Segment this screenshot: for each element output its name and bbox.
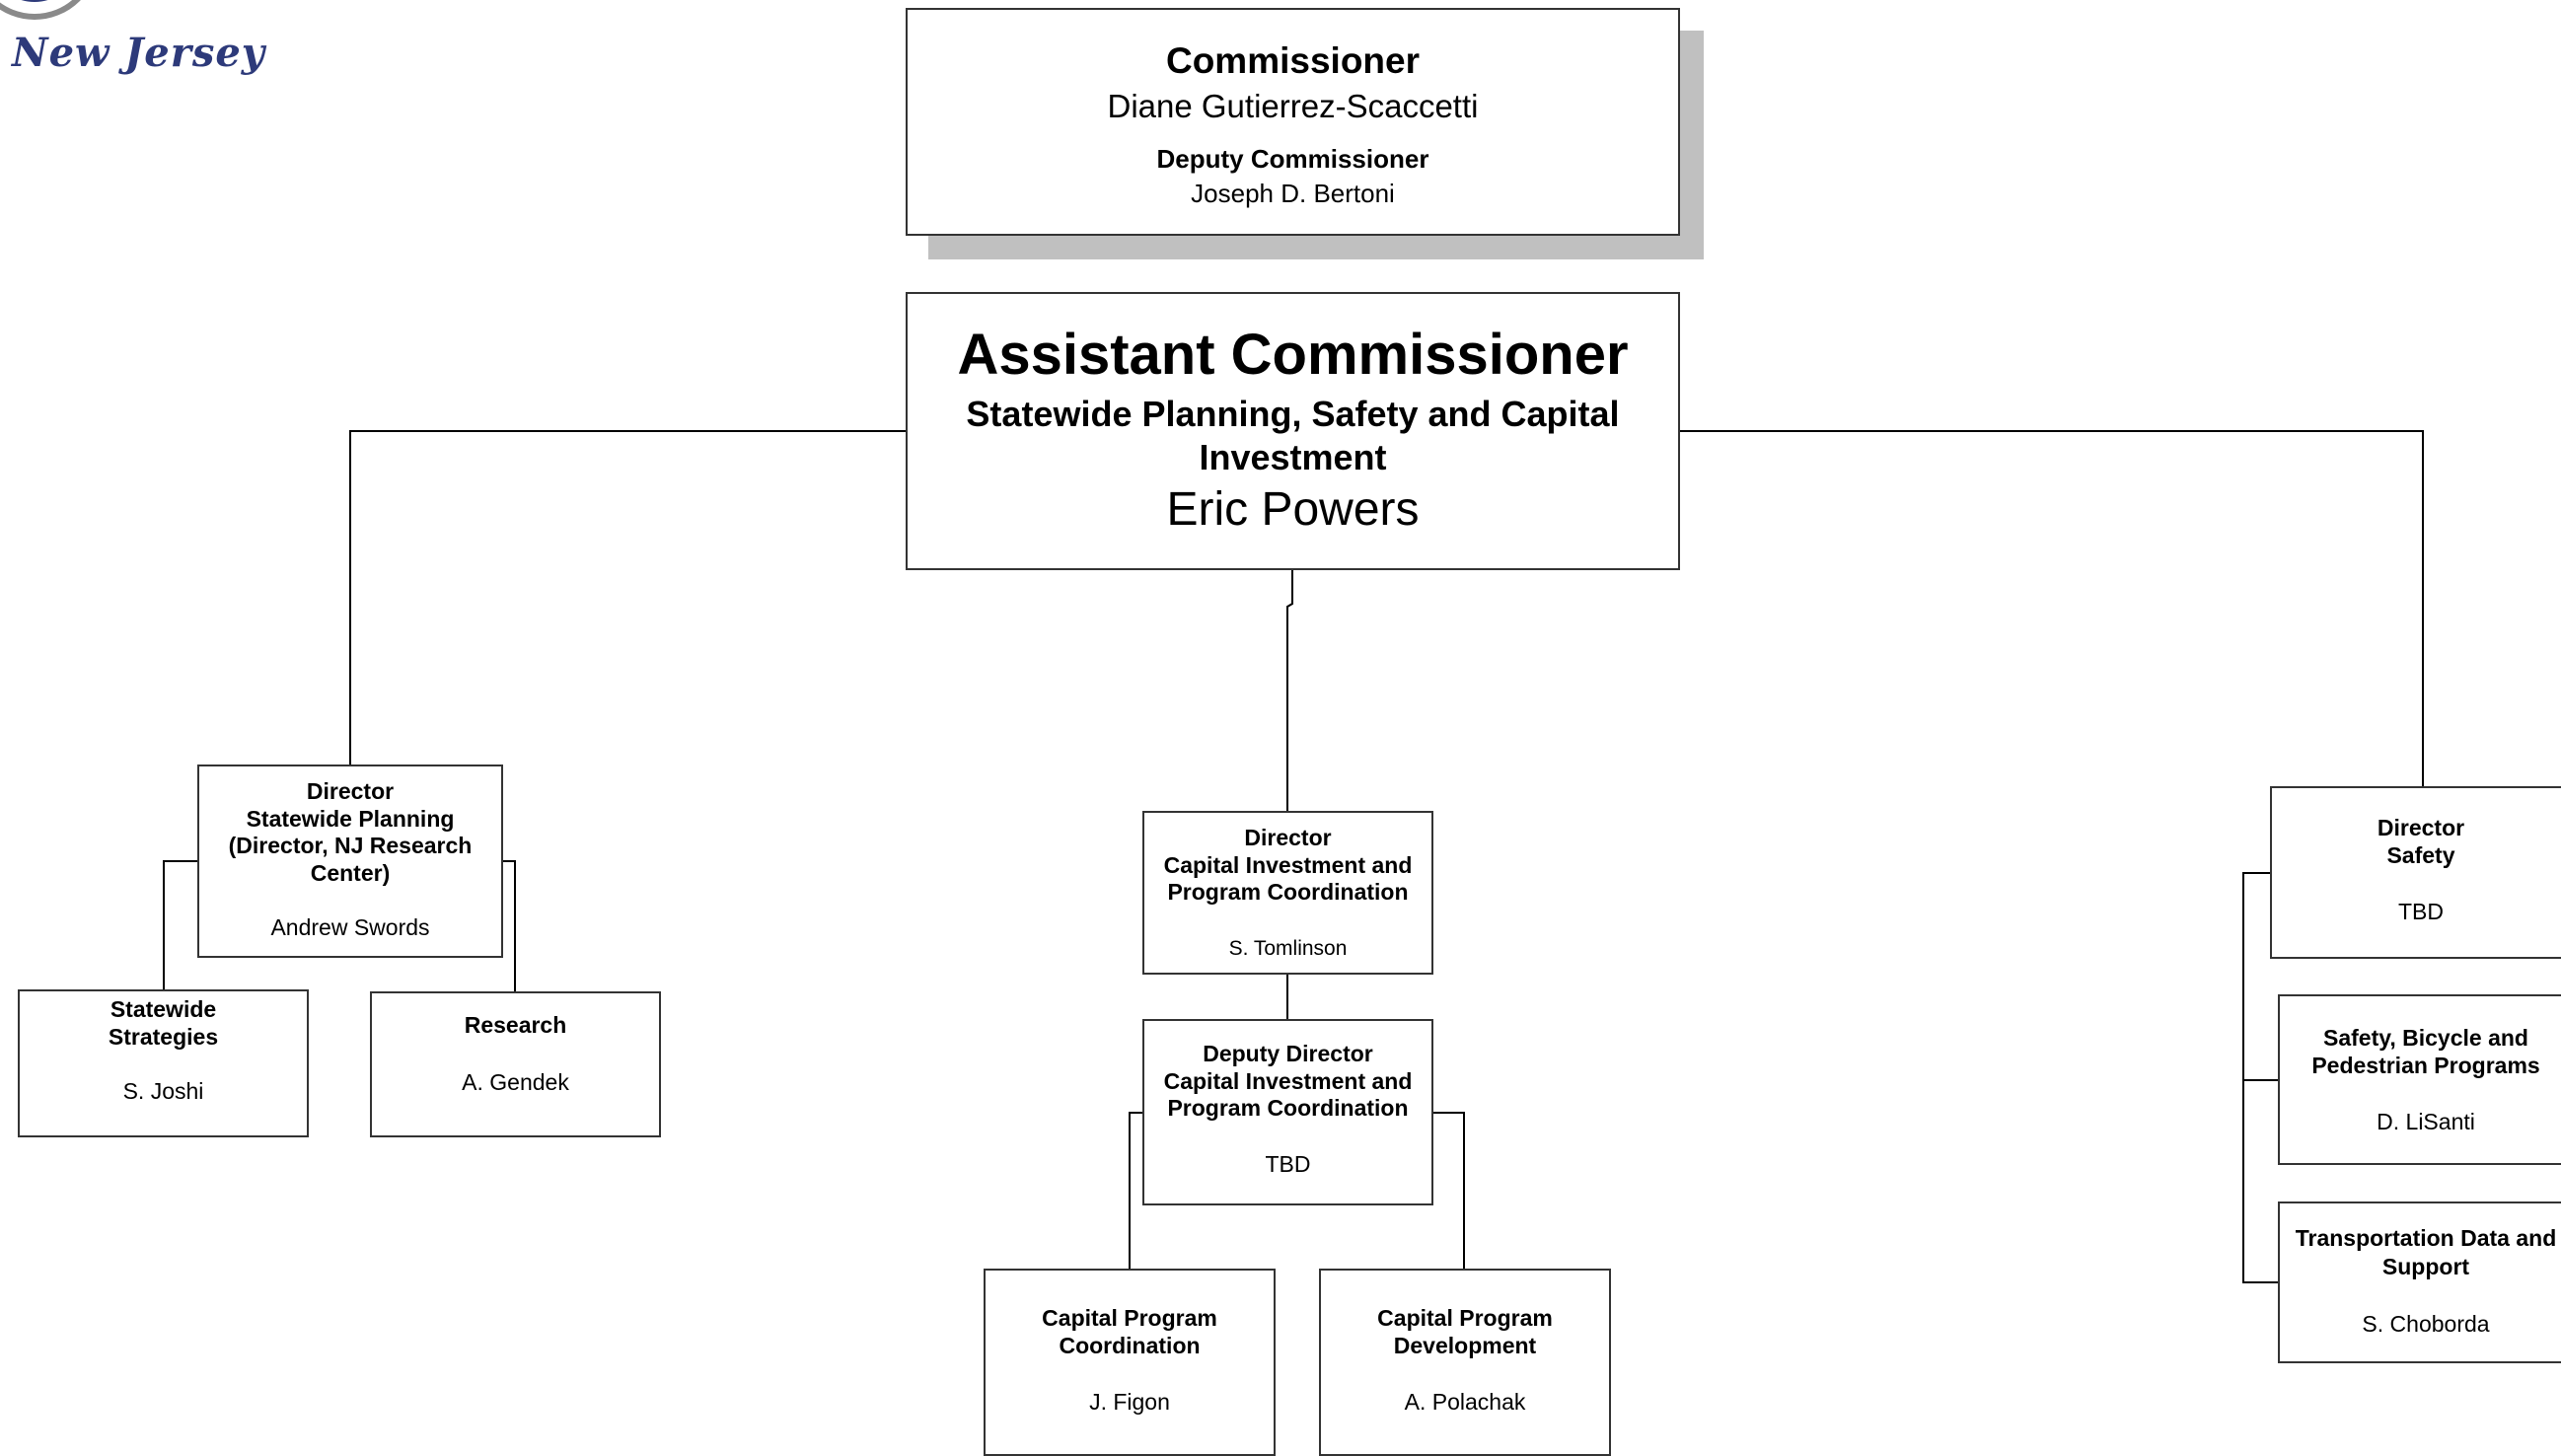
statewide-planning-title: Director xyxy=(306,778,395,804)
capital-investment-director-box: Director Capital Investment and Program … xyxy=(1142,811,1433,975)
safety-director-title: Director xyxy=(2377,815,2465,840)
safety-bike-ped-line1: Safety, Bicycle and xyxy=(2323,1025,2528,1051)
statewide-strategies-line1: Statewide xyxy=(110,996,217,1022)
research-box: Research A. Gendek xyxy=(370,991,661,1137)
cap-prog-coord-name: J. Figon xyxy=(1089,1389,1170,1416)
capital-director-title: Director xyxy=(1244,825,1332,850)
safety-bike-ped-box: Safety, Bicycle and Pedestrian Programs … xyxy=(2278,994,2561,1165)
statewide-planning-director-box: Director Statewide Planning (Director, N… xyxy=(197,764,503,958)
transportation-data-box: Transportation Data and Support S. Chobo… xyxy=(2278,1201,2561,1363)
capital-deputy-title: Deputy Director xyxy=(1203,1041,1373,1066)
connector-planning-to-strategies xyxy=(163,860,198,990)
trans-data-line2: Support xyxy=(2381,1254,2470,1280)
connector-assistant-to-safety xyxy=(1678,430,2424,787)
capital-director-line2: Program Coordination xyxy=(1167,879,1409,906)
capital-deputy-line2: Program Coordination xyxy=(1167,1095,1409,1122)
statewide-planning-name: Andrew Swords xyxy=(270,914,430,941)
trans-data-line1: Transportation Data and xyxy=(2295,1225,2557,1251)
connector-assistant-to-planning xyxy=(349,430,908,765)
capital-director-name: S. Tomlinson xyxy=(1228,936,1348,960)
capital-director-line1: Capital Investment and xyxy=(1163,851,1413,878)
statewide-planning-line1: Statewide Planning xyxy=(246,805,455,832)
commissioner-name: Diane Gutierrez-Scaccetti xyxy=(1107,88,1479,125)
safety-director-box: Director Safety TBD xyxy=(2270,786,2561,959)
assistant-commissioner-box: Assistant Commissioner Statewide Plannin… xyxy=(906,292,1680,570)
capital-investment-deputy-box: Deputy Director Capital Investment and P… xyxy=(1142,1019,1433,1205)
commissioner-box: Commissioner Diane Gutierrez-Scaccetti D… xyxy=(906,8,1680,236)
connector-deputy-to-coordination xyxy=(1129,1112,1143,1270)
cap-prog-coord-line2: Coordination xyxy=(1059,1332,1201,1358)
research-title: Research xyxy=(464,1012,567,1038)
cap-prog-dev-line1: Capital Program xyxy=(1377,1305,1553,1331)
cap-prog-coord-line1: Capital Program xyxy=(1042,1305,1217,1331)
capital-program-coordination-box: Capital Program Coordination J. Figon xyxy=(984,1269,1276,1456)
deputy-commissioner-name: Joseph D. Bertoni xyxy=(1191,179,1395,209)
assistant-commissioner-title: Assistant Commissioner xyxy=(957,323,1629,387)
statewide-planning-line2: (Director, NJ Research xyxy=(228,833,473,859)
safety-bike-ped-name: D. LiSanti xyxy=(2377,1109,2475,1135)
division-name-line1: Statewide Planning, Safety and Capital xyxy=(966,393,1620,434)
safety-director-name: TBD xyxy=(2398,899,2444,925)
connector-safety-bracket xyxy=(2242,872,2278,1283)
connector-assistant-to-capital xyxy=(1286,569,1293,812)
statewide-strategies-name: S. Joshi xyxy=(122,1078,204,1105)
statewide-strategies-line2: Strategies xyxy=(108,1023,219,1050)
statewide-strategies-box: Statewide Strategies S. Joshi xyxy=(18,989,309,1137)
capital-deputy-line1: Capital Investment and xyxy=(1163,1067,1413,1094)
cap-prog-dev-name: A. Polachak xyxy=(1404,1389,1526,1416)
capital-deputy-name: TBD xyxy=(1265,1150,1311,1177)
cap-prog-dev-line2: Development xyxy=(1393,1332,1537,1358)
connector-deputy-to-development xyxy=(1431,1112,1465,1270)
deputy-commissioner-title: Deputy Commissioner xyxy=(1156,143,1429,174)
safety-director-line1: Safety xyxy=(2386,841,2455,868)
research-name: A. Gendek xyxy=(462,1068,569,1095)
capital-program-development-box: Capital Program Development A. Polachak xyxy=(1319,1269,1611,1456)
assistant-commissioner-name: Eric Powers xyxy=(1166,482,1420,536)
new-jersey-logo-text: New Jersey xyxy=(12,30,266,76)
commissioner-title: Commissioner xyxy=(1165,40,1420,81)
statewide-planning-line3: Center) xyxy=(310,859,391,886)
connector-planning-to-research xyxy=(501,860,516,992)
safety-bike-ped-line2: Pedestrian Programs xyxy=(2311,1052,2540,1078)
trans-data-name: S. Choborda xyxy=(2362,1310,2490,1337)
division-name-line2: Investment xyxy=(1199,436,1387,477)
